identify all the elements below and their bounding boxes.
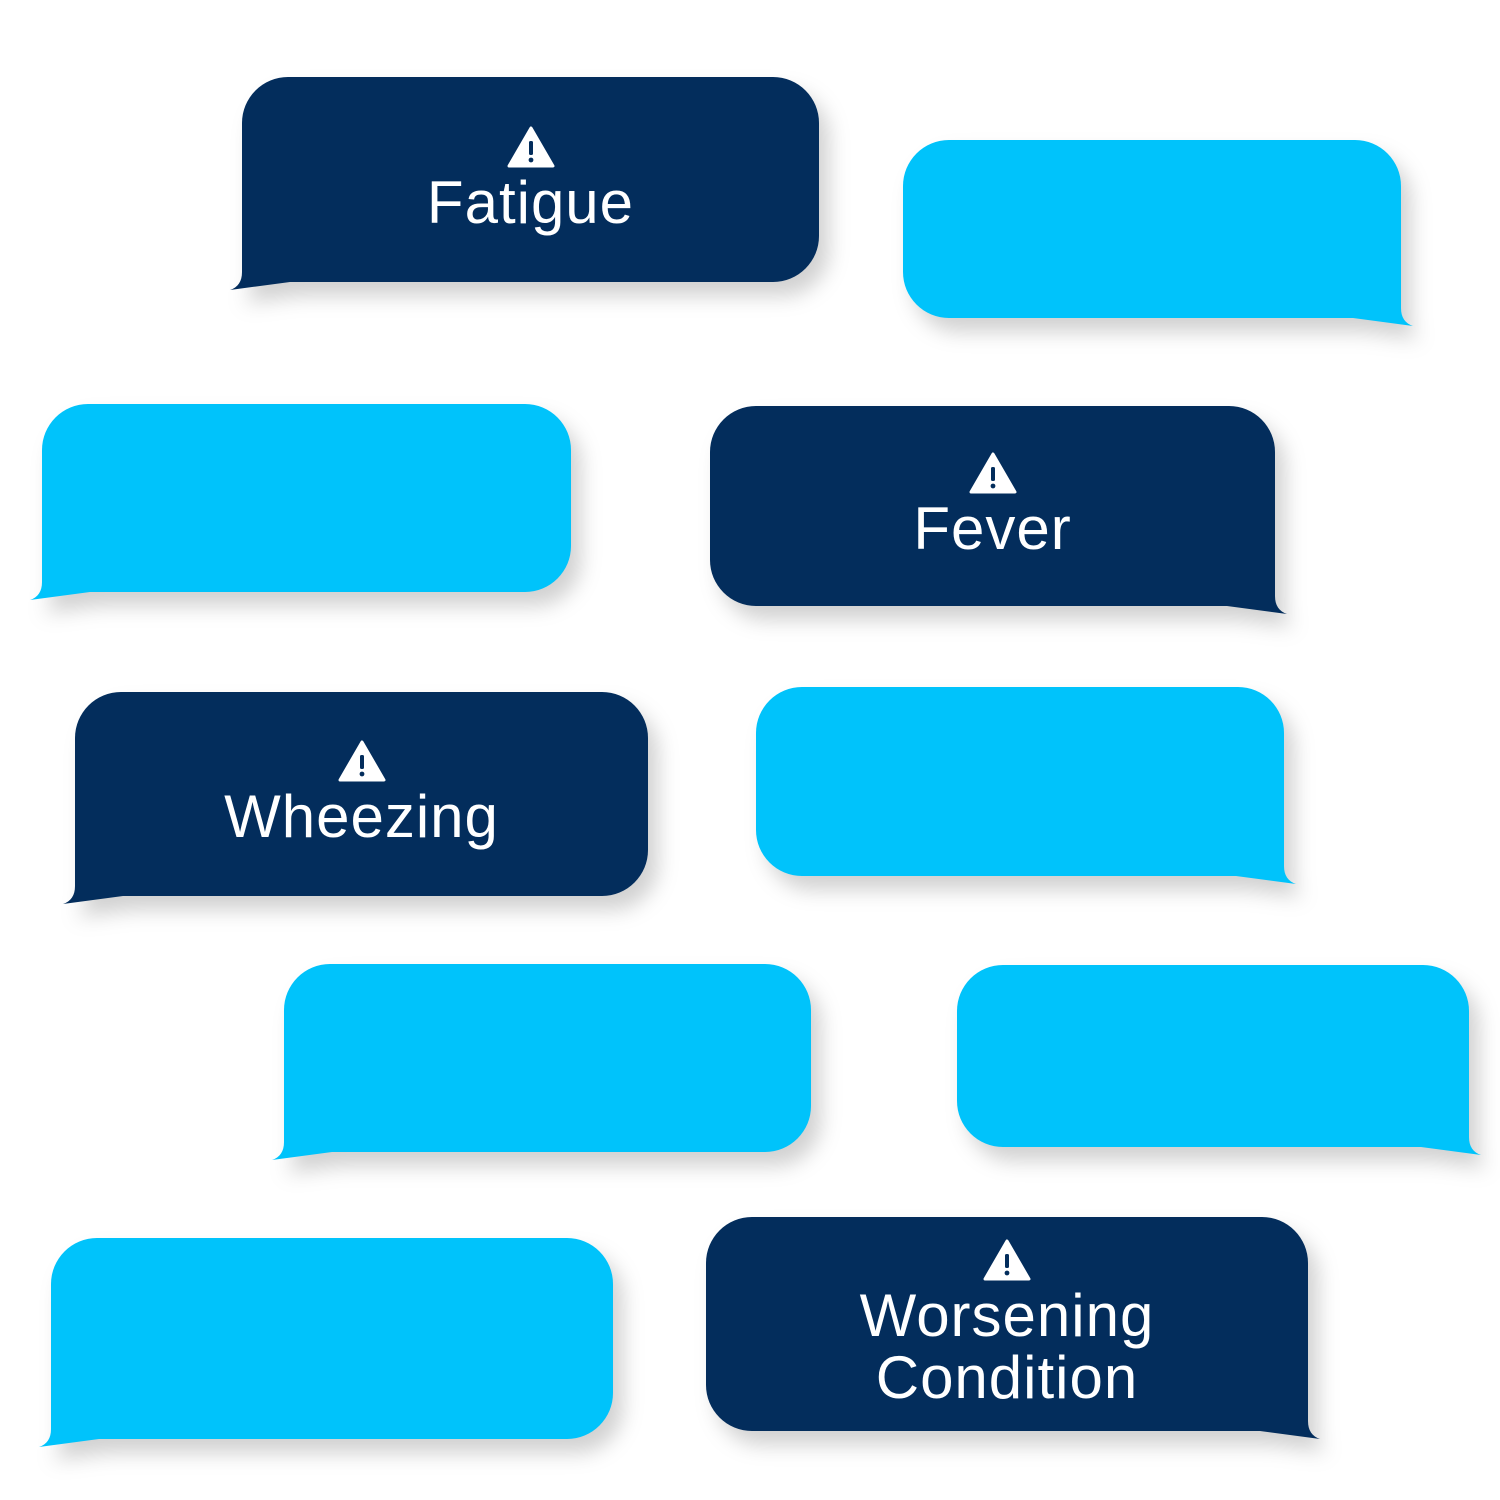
blank-bubble <box>30 404 571 600</box>
bubble-tail <box>1353 278 1413 326</box>
blank-bubble <box>903 140 1413 326</box>
bubble-tail <box>30 552 90 600</box>
bubble-tail <box>230 242 290 290</box>
blank-bubble <box>272 964 811 1160</box>
bubble-tail <box>63 856 123 904</box>
bubble-label: Fever <box>913 495 1072 562</box>
alert-bubble-worsening-condition: Worsening Condition <box>706 1217 1320 1439</box>
bubble-label-line-2: Condition <box>875 1344 1139 1411</box>
bubble-label-line-1: Worsening <box>859 1282 1155 1349</box>
bubble-tail <box>1260 1391 1320 1439</box>
warning-triangle-icon <box>983 1239 1031 1281</box>
blank-bubble <box>39 1238 613 1447</box>
blank-bubble <box>756 687 1296 884</box>
warning-triangle-icon <box>969 452 1016 494</box>
bubble-tail <box>1227 566 1287 614</box>
blank-bubble <box>957 965 1481 1155</box>
bubble-label: Wheezing <box>224 783 499 850</box>
alert-bubble-fever: Fever <box>710 406 1287 614</box>
warning-triangle-icon <box>338 740 385 782</box>
warning-triangle-icon <box>507 126 554 167</box>
alert-bubble-fatigue: Fatigue <box>230 77 819 290</box>
bubble-tail <box>39 1399 99 1447</box>
bubble-tail <box>272 1112 332 1160</box>
bubble-tail <box>1236 836 1296 884</box>
bubble-tail <box>1421 1107 1481 1155</box>
alert-bubble-wheezing: Wheezing <box>63 692 648 904</box>
bubble-label: Fatigue <box>426 168 635 236</box>
